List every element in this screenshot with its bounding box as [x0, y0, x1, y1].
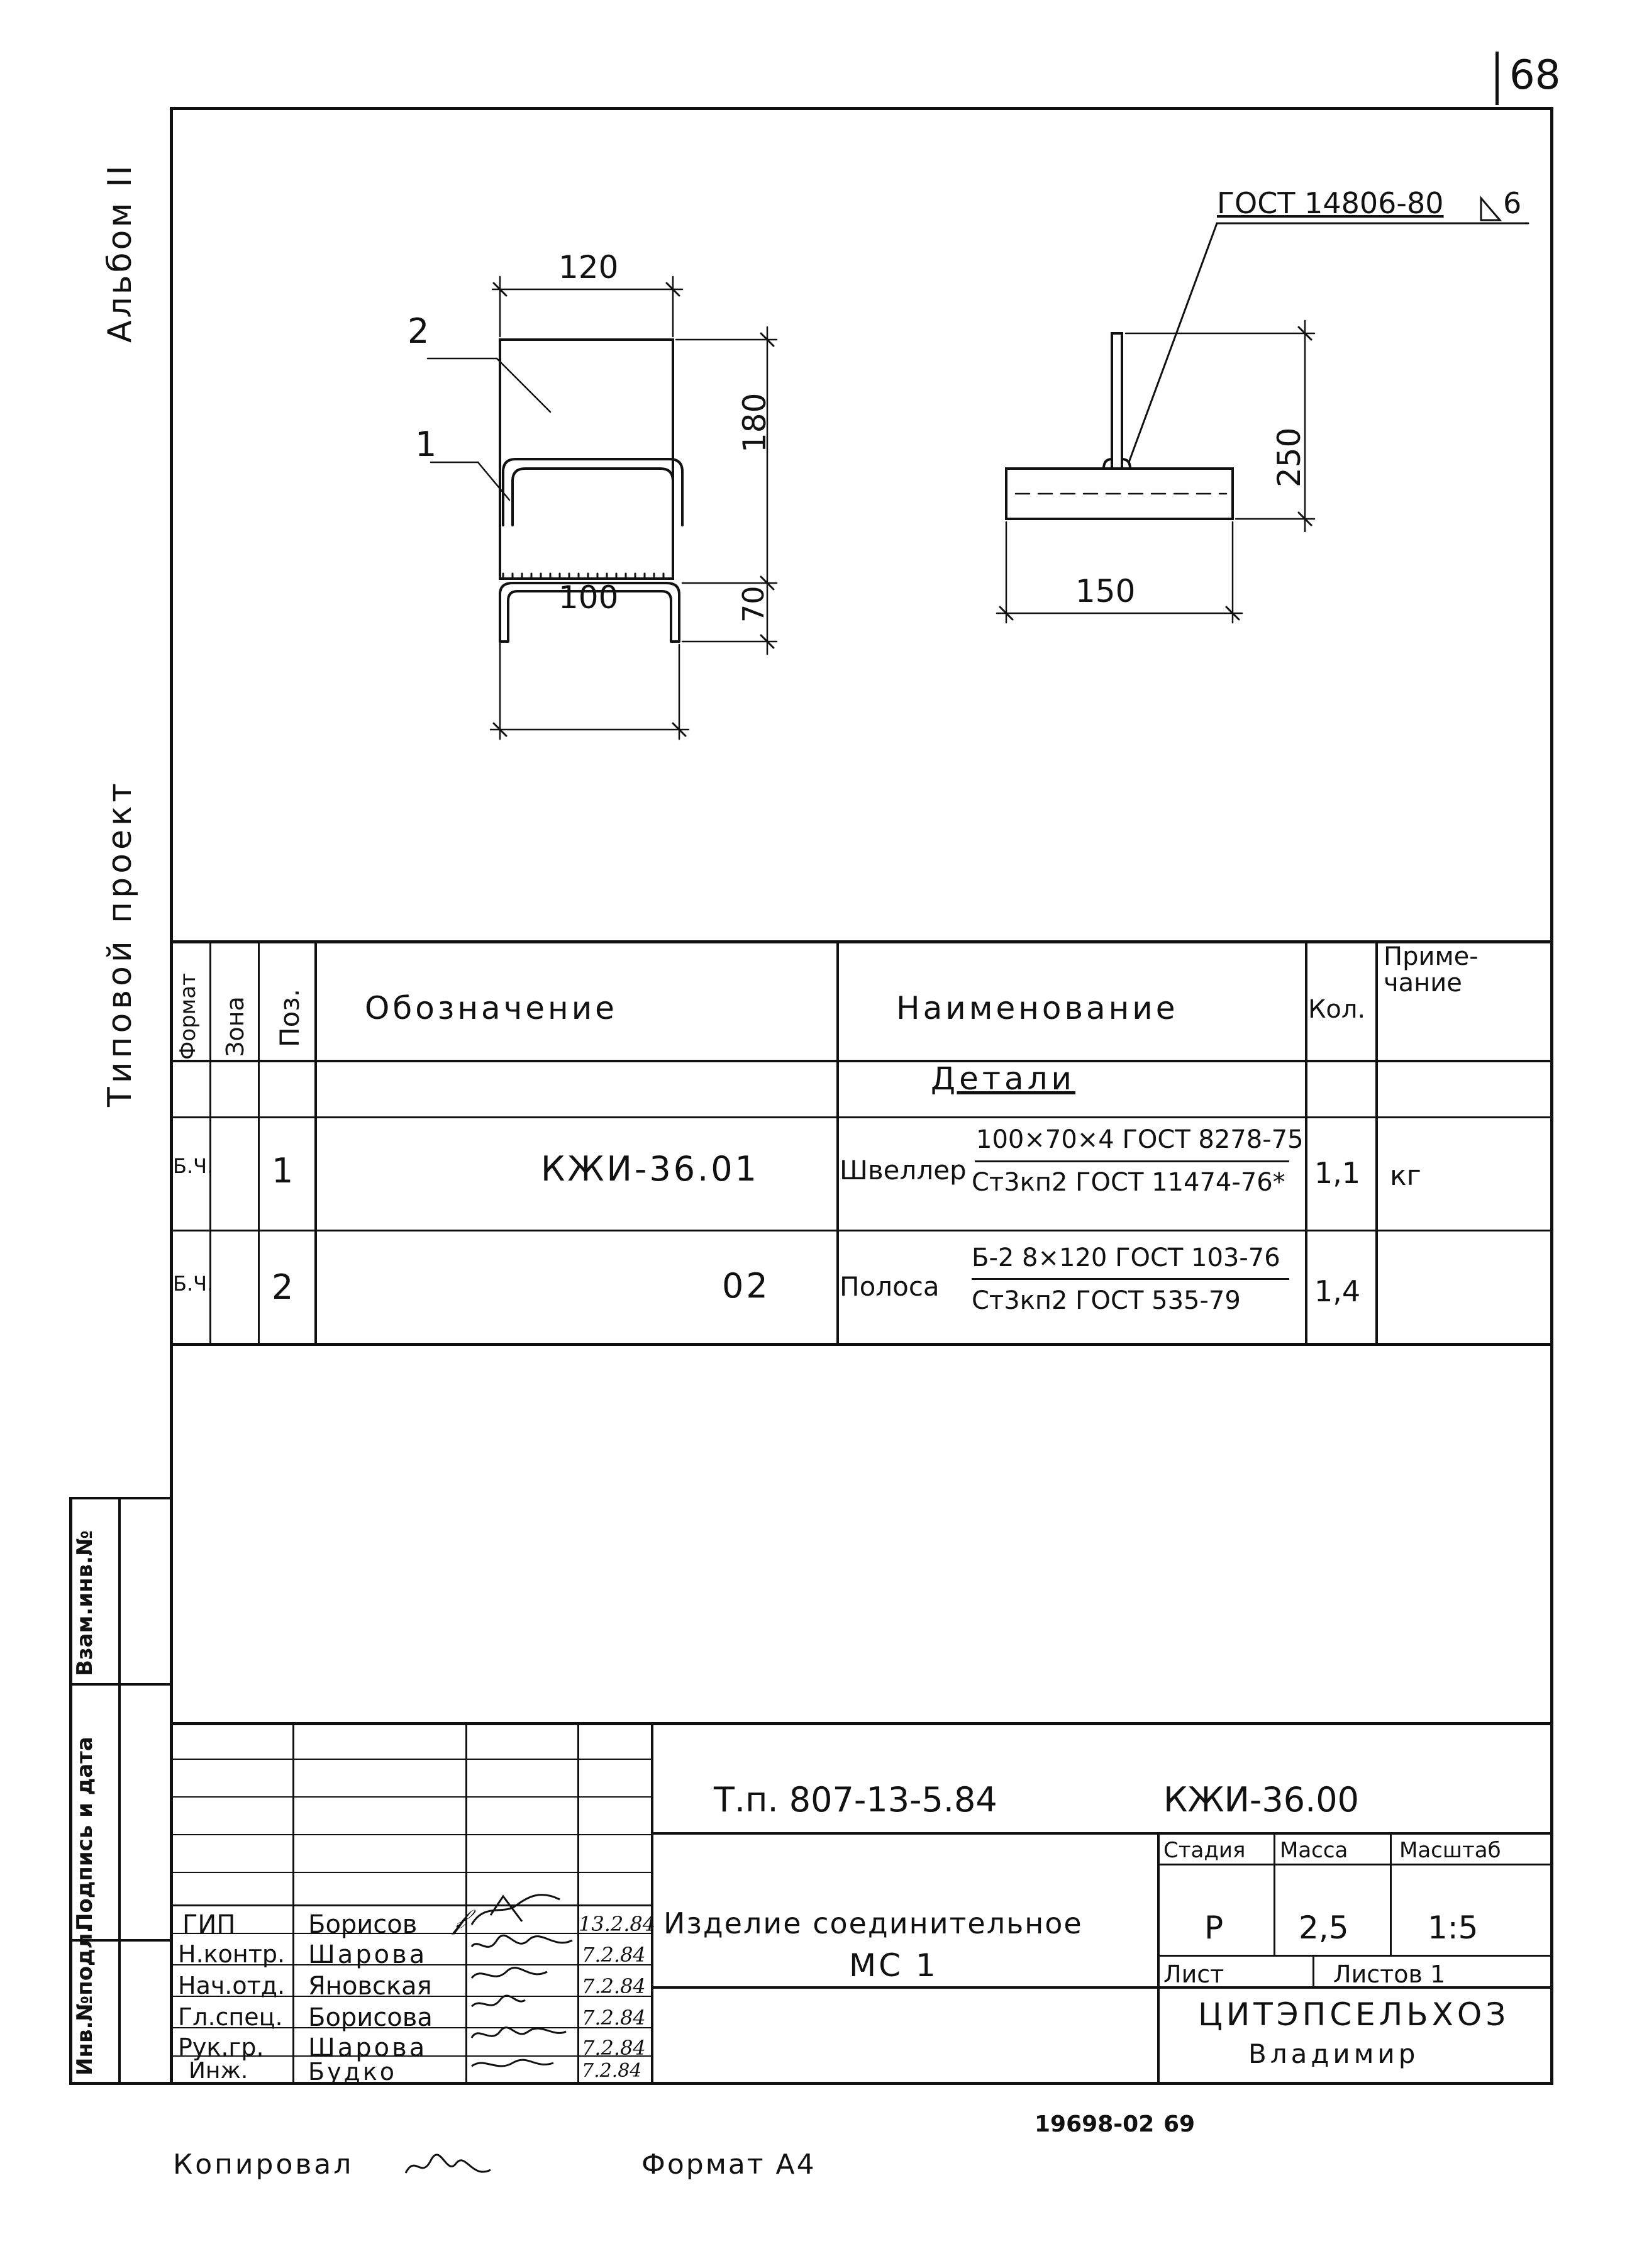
row2-qty: 1,4 — [1314, 1274, 1361, 1308]
sheet-number-divider — [1495, 52, 1499, 105]
row1-format: Б.Ч. — [173, 1154, 214, 1178]
sheet-number: 68 — [1509, 52, 1561, 99]
row2-designation: 02 — [722, 1266, 770, 1306]
dim-150: 150 — [1075, 573, 1136, 609]
project-code: Т.п. 807-13-5.84 — [714, 1780, 997, 1820]
mass-value: 2,5 — [1299, 1909, 1349, 1946]
section-title: Детали — [931, 1060, 1076, 1097]
doc-code: КЖИ-36.00 — [1163, 1780, 1359, 1820]
header-pos: Поз. — [274, 989, 305, 1047]
row2-pos: 2 — [272, 1267, 294, 1307]
sheet-label: Лист — [1163, 1960, 1224, 1988]
row2-name-bottom: Ст3кп2 ГОСТ 535-79 — [972, 1286, 1241, 1315]
org-name: ЦИТЭПСЕЛЬХОЗ — [1198, 1996, 1510, 2033]
person-date-0: 13.2.84 — [579, 1912, 656, 1936]
person-role-0: ГИП — [182, 1910, 236, 1939]
row1-designation: КЖИ-36.01 — [541, 1149, 759, 1189]
channel-outline — [499, 582, 680, 643]
project-label: Типовой проект — [101, 779, 139, 1107]
person-name-1: Шарова — [308, 1940, 428, 1969]
podpis-data-label: Подпись и дата — [72, 1737, 97, 1931]
dim-100: 100 — [558, 579, 619, 616]
signature-0: 𝒻 — [453, 1903, 465, 1935]
callout-2-label: 2 — [408, 311, 430, 351]
product-name-1: Изделие соединительное — [663, 1906, 1083, 1940]
stamp-div-1 — [69, 1683, 173, 1686]
org-city: Владимир — [1248, 2038, 1419, 2069]
spec-table — [170, 940, 1550, 1352]
row1-name-bottom: Ст3кп2 ГОСТ 11474-76* — [972, 1168, 1285, 1197]
person-name-4: Шарова — [308, 2033, 428, 2062]
row2-name-top: Б-2 8×120 ГОСТ 103-76 — [972, 1243, 1280, 1272]
row2-name-prefix: Полоса — [840, 1271, 940, 1302]
weld-triangle-symbol — [1480, 195, 1502, 221]
upright-strip — [1111, 332, 1123, 470]
person-date-1: 7.2.84 — [582, 1943, 646, 1967]
frame-top — [170, 107, 1553, 110]
copied-label: Копировал — [173, 2148, 354, 2181]
stamp-col-left — [69, 1497, 72, 2085]
person-date-3: 7.2.84 — [582, 2006, 646, 2030]
scale-value: 1:5 — [1428, 1909, 1479, 1946]
person-role-2: Нач.отд. — [178, 1972, 286, 1999]
product-name-2: МС 1 — [849, 1947, 938, 1984]
format-label: Формат А4 — [641, 2148, 816, 2181]
channel-part — [502, 458, 684, 526]
stamp-div-2 — [69, 1939, 173, 1942]
stamp-col-mid — [118, 1497, 121, 2085]
header-note: Приме- чание — [1384, 942, 1479, 998]
weld-hatch-left — [502, 572, 665, 580]
frame-bottom — [69, 2082, 1553, 2085]
stage-label: Стадия — [1163, 1838, 1246, 1863]
person-name-0: Борисов — [308, 1910, 418, 1939]
footer-page: 69 — [1163, 2111, 1196, 2137]
vzam-inv-label: Взам.инв.№ — [72, 1530, 97, 1676]
frame-left — [170, 107, 173, 2085]
person-name-3: Борисова — [308, 2003, 433, 2032]
frame-right — [1550, 107, 1553, 2085]
header-format: Формат — [175, 973, 201, 1060]
weld-bead — [1102, 458, 1131, 470]
row1-pos: 1 — [272, 1151, 294, 1191]
row1-note: кг — [1390, 1160, 1421, 1192]
person-role-5: Инж. — [189, 2058, 248, 2084]
archive-number: 19698-02 — [1035, 2111, 1155, 2137]
inv-podl-label: Инв.№подл. — [72, 1925, 97, 2076]
stamp-top — [69, 1497, 173, 1499]
dim-120: 120 — [558, 249, 619, 286]
weld-size: 6 — [1503, 186, 1522, 220]
person-role-1: Н.контр. — [178, 1940, 286, 1968]
signatures — [470, 1894, 573, 2067]
album-label: Альбом II — [101, 163, 139, 343]
copied-signature — [404, 2154, 491, 2174]
title-block — [170, 1722, 1550, 2084]
mass-label: Масса — [1280, 1838, 1348, 1863]
row1-name-fraction — [975, 1160, 1289, 1162]
dim-180: 180 — [736, 392, 773, 453]
person-date-2: 7.2.84 — [582, 1974, 646, 1998]
person-name-2: Яновская — [308, 1972, 432, 2001]
header-zone: Зона — [221, 996, 249, 1057]
row1-name-prefix: Швеллер — [840, 1155, 967, 1186]
scale-label: Масштаб — [1399, 1838, 1501, 1863]
person-name-5: Будко — [308, 2058, 397, 2086]
person-date-5: 7.2.84 — [582, 2060, 642, 2082]
dim-250: 250 — [1271, 427, 1307, 487]
header-designation: Обозначение — [365, 990, 618, 1026]
header-qty: Кол. — [1308, 995, 1366, 1024]
row1-qty: 1,1 — [1314, 1156, 1361, 1190]
row2-name-fraction — [972, 1278, 1289, 1280]
drawing-views — [426, 195, 1529, 740]
dim-70: 70 — [736, 586, 770, 623]
row1-name-top: 100×70×4 ГОСТ 8278-75 — [976, 1125, 1304, 1154]
weld-note: ГОСТ 14806-80 — [1217, 186, 1444, 220]
person-role-3: Гл.спец. — [178, 2003, 283, 2031]
sheets-label: Листов 1 — [1333, 1960, 1446, 1988]
row2-format: Б.Ч. — [173, 1272, 214, 1296]
person-role-4: Рук.гр. — [178, 2033, 264, 2061]
header-name: Наименование — [896, 990, 1179, 1026]
person-date-4: 7.2.84 — [582, 2036, 646, 2060]
stage-value: Р — [1204, 1909, 1224, 1946]
callout-1-label: 1 — [415, 425, 437, 464]
